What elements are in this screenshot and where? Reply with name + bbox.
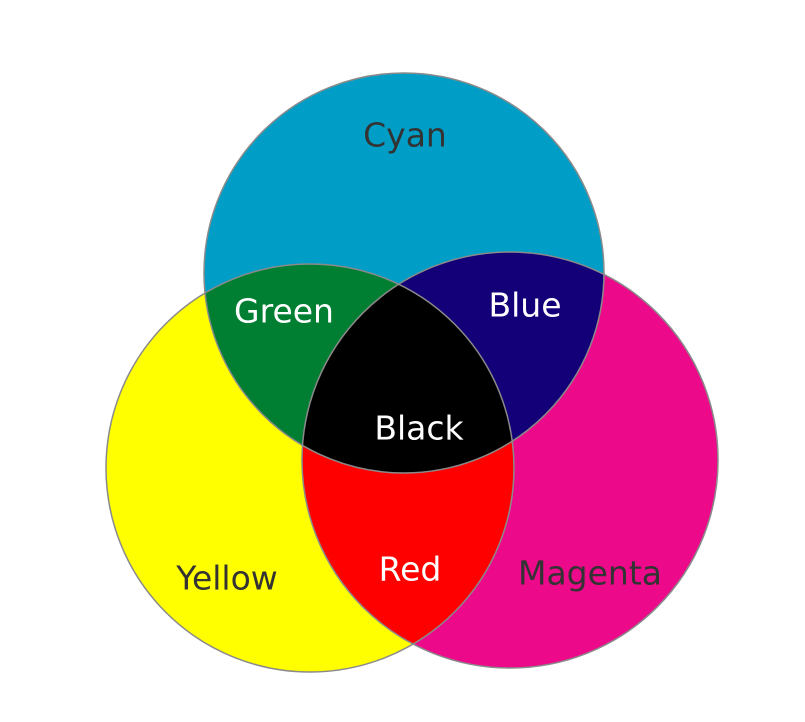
- magenta-label: Magenta: [518, 554, 662, 593]
- blue-label: Blue: [488, 286, 561, 325]
- yellow-label: Yellow: [175, 559, 278, 598]
- cyan-outline: [203, 72, 605, 474]
- yellow-outline: [105, 263, 515, 673]
- red-label: Red: [379, 550, 442, 589]
- green-label: Green: [234, 292, 334, 331]
- cyan-label: Cyan: [363, 116, 447, 155]
- black-label: Black: [374, 409, 464, 448]
- magenta-outline: [301, 251, 719, 669]
